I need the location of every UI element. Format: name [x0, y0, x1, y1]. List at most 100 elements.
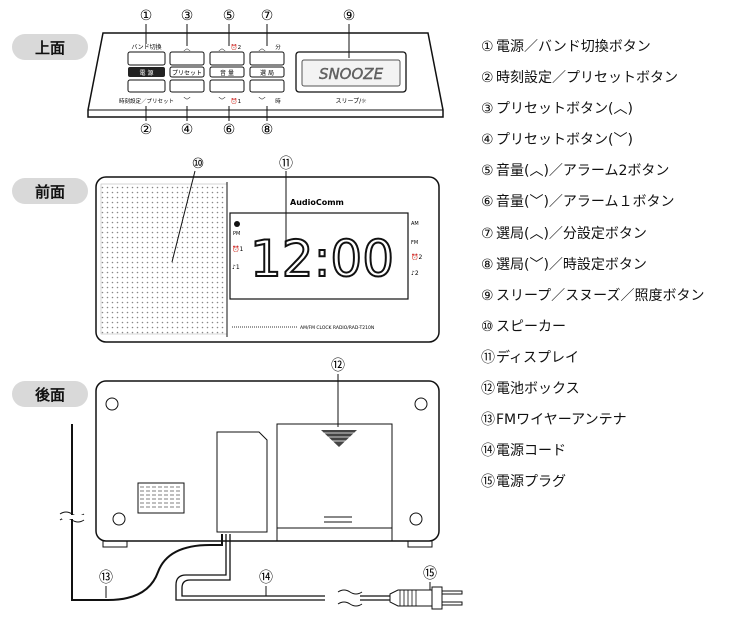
alarm2-label: ⏰2: [231, 43, 241, 51]
legend-item: ⑫電池ボックス: [481, 374, 736, 405]
callout-14: ⑭: [259, 570, 273, 586]
legend-number: ⑪: [481, 349, 495, 366]
alarm1-label: ⏰1: [231, 97, 241, 105]
volume-label-plate: [209, 66, 245, 78]
music1-indicator: ♪1: [232, 264, 240, 271]
legend-number: ⑬: [481, 412, 495, 429]
callout-9: ⑨: [343, 8, 356, 24]
preset-down-mark: ﹀: [184, 97, 191, 105]
legend-text: 音量(﹀)／アラーム１ボタン: [496, 194, 675, 211]
legend-number: ③: [481, 101, 494, 118]
preset-down-button: [169, 79, 205, 93]
power-plug: [389, 586, 463, 610]
power-label: 電 源: [140, 69, 154, 77]
callout-15: ⑮: [423, 566, 437, 582]
time-set-preset-button: [127, 79, 166, 93]
legend-text: 電源プラグ: [496, 474, 566, 491]
vent-grille: [137, 482, 185, 514]
legend-text: 電源／バンド切換ボタン: [496, 39, 651, 55]
legend-number: ④: [481, 132, 494, 149]
callout-5: ⑤: [223, 8, 236, 24]
alarm2-indicator: ⏰2: [411, 253, 422, 261]
clock-digits: 12:00: [250, 230, 394, 288]
legend-item: ⑭電源コード: [481, 436, 736, 467]
power-label-plate: [128, 67, 165, 77]
preset-up-button: [169, 51, 205, 66]
callout-11: ⑪: [279, 156, 293, 172]
snooze-label: SNOOZE: [319, 65, 384, 83]
legend-text: 時刻設定／プリセットボタン: [496, 70, 678, 87]
legend-text: 選局(︿)／分設定ボタン: [496, 225, 647, 242]
legend-text: スピーカー: [496, 318, 566, 335]
legend-text: 電源コード: [496, 443, 566, 460]
fm-antenna-wire: [71, 424, 223, 601]
volume-up-mark: ︿: [219, 44, 226, 52]
preset-label-plate: [169, 66, 205, 78]
legend-number: ①: [481, 39, 494, 55]
legend-text: スリープ／スヌーズ／照度ボタン: [496, 287, 705, 304]
preset-up-mark: ︿: [184, 44, 191, 52]
pm-label: PM: [233, 231, 240, 237]
legend-number: ⑧: [481, 256, 494, 273]
tune-up-button: [249, 51, 285, 66]
time-set-preset-label: 時刻設定／プリセット: [119, 97, 174, 105]
legend-text: プリセットボタン(﹀): [496, 132, 633, 149]
am-label: AM: [411, 221, 419, 227]
music2-indicator: ♪2: [411, 270, 419, 277]
volume-down-button: [209, 79, 245, 93]
tune-down-button: [249, 79, 285, 93]
legend-number: ⑤: [481, 163, 494, 180]
preset-label: プリセット: [172, 70, 202, 77]
brand-label: AudioComm: [290, 198, 344, 207]
callout-6: ⑥: [223, 122, 236, 138]
legend-number: ⑮: [481, 474, 495, 491]
screw-br: [409, 512, 423, 526]
hour-label: 時: [275, 97, 281, 105]
power-band-button: [127, 51, 166, 66]
alarm1-indicator: ⏰1: [232, 245, 243, 253]
tune-up-mark: ︿: [259, 44, 266, 52]
tune-down-mark: ﹀: [259, 97, 266, 105]
minute-label: 分: [275, 43, 281, 51]
power-cord: [175, 534, 325, 601]
tune-label: 選 局: [260, 69, 274, 77]
callout-4: ④: [181, 122, 194, 138]
pm-dot: [234, 221, 240, 227]
front-view: AudioComm 12:00 PM ⏰1 ♪1 AM FM ⏰2 ♪2 AM/…: [95, 156, 440, 343]
callout-8: ⑧: [261, 122, 274, 138]
screw-bl: [112, 512, 126, 526]
legend-number: ⑩: [481, 318, 494, 335]
legend-number: ⑨: [481, 287, 494, 304]
model-label: AM/FM CLOCK RADIO/RAD-T210N: [300, 325, 374, 331]
legend-item: ⑬FMワイヤーアンテナ: [481, 405, 736, 436]
tune-label-plate: [249, 66, 285, 78]
callout-10: ⑩: [192, 156, 205, 172]
callout-3: ③: [181, 8, 194, 24]
battery-latch-grip: [321, 430, 357, 447]
section-label-front: 前面: [12, 178, 88, 204]
legend-text: 選局(﹀)／時設定ボタン: [496, 256, 647, 273]
lcd-display: [229, 212, 409, 300]
legend-number: ⑭: [481, 443, 495, 460]
legend-number: ⑥: [481, 194, 494, 211]
legend-text: ディスプレイ: [496, 349, 580, 366]
section-label-top: 上面: [12, 34, 88, 60]
section-label-back: 後面: [12, 381, 88, 407]
back-view: ⑫ ⑬ ⑭ ⑮: [59, 358, 463, 610]
screw-tr: [414, 397, 428, 411]
band-switch-label: バンド切換: [131, 43, 161, 51]
legend-text: 音量(︿)／アラーム2ボタン: [496, 163, 670, 180]
top-view: 電 源 バンド切換 時刻設定／プリセット ︿ プリセット ﹀ ︿ ⏰2 音 量 …: [87, 32, 444, 118]
legend-text: プリセットボタン(︿): [496, 101, 633, 118]
legend-item: ⑮電源プラグ: [481, 467, 736, 498]
volume-down-mark: ﹀: [219, 97, 226, 105]
